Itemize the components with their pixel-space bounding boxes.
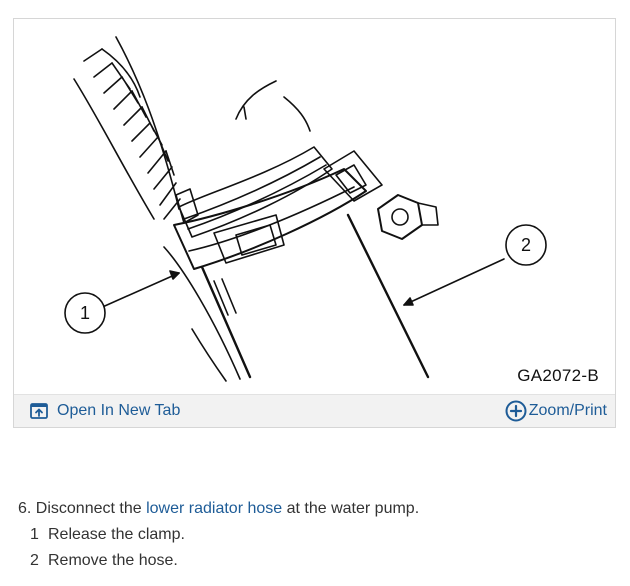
- open-in-new-tab-button[interactable]: Open In New Tab: [30, 395, 180, 427]
- figure-toolbar: Open In New Tab Zoom/Print: [14, 394, 615, 427]
- step-number: 6.: [18, 500, 32, 517]
- substep-number: 1: [30, 526, 39, 543]
- step-text-before: Disconnect the: [35, 500, 142, 517]
- figure-panel: 1 2 GA2072-B Open In New Tab Zoom/Print: [13, 18, 616, 428]
- procedure-steps: 6. Disconnect the lower radiator hose at…: [18, 496, 419, 574]
- zoom-print-label: Zoom/Print: [528, 402, 607, 419]
- zoom-print-button[interactable]: Zoom/Print: [505, 395, 607, 427]
- circle-plus-icon: [505, 400, 527, 422]
- figure-code: GA2072-B: [517, 366, 599, 385]
- open-in-new-tab-label: Open In New Tab: [57, 402, 181, 419]
- substep-text: Release the clamp.: [48, 526, 185, 543]
- radiator-hose-illustration: 1 2: [64, 36, 547, 382]
- substep-text: Remove the hose.: [48, 552, 178, 569]
- substep-1: 1 Release the clamp.: [18, 522, 419, 548]
- open-in-new-tab-icon: [30, 403, 48, 419]
- callout-2-circle: [505, 224, 547, 266]
- step-6: 6. Disconnect the lower radiator hose at…: [18, 496, 419, 522]
- step-text-after: at the water pump.: [286, 500, 420, 517]
- substep-number: 2: [30, 552, 39, 569]
- lower-radiator-hose-link[interactable]: lower radiator hose: [146, 500, 283, 517]
- substep-2: 2 Remove the hose.: [18, 548, 419, 574]
- callout-2-label: 2: [521, 235, 531, 255]
- callout-1-label: 1: [80, 303, 90, 323]
- callout-1-circle: [64, 292, 106, 334]
